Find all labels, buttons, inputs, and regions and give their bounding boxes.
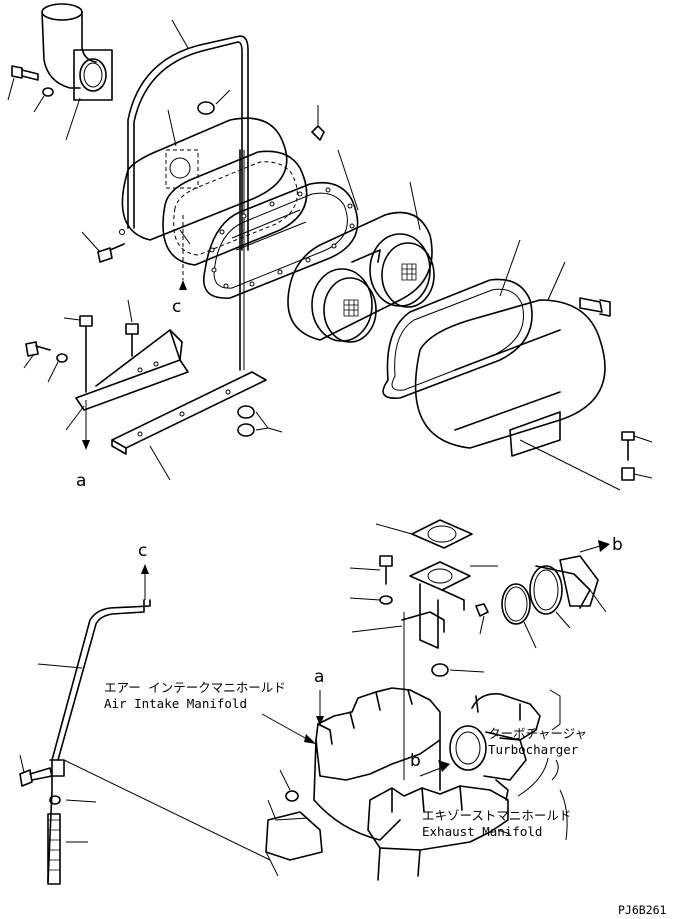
label-exhaust-jp: エキゾーストマニホールド	[422, 808, 571, 823]
ref-b-right: b	[612, 535, 623, 555]
ref-arrow-c-bottom	[141, 564, 149, 600]
ref-arrow-c-top	[179, 215, 187, 290]
o-ring	[501, 583, 537, 649]
label-exhaust-en: Exhaust Manifold	[422, 824, 542, 839]
label-air-intake-jp: エアー インテークマニホールド	[104, 680, 286, 695]
elbow-adapter	[351, 561, 498, 649]
ref-c-bottom: c	[138, 541, 147, 561]
ref-c-top: c	[172, 297, 181, 317]
flange-holes	[209, 187, 355, 289]
bolt-elbow	[349, 555, 393, 605]
housing-front	[414, 261, 621, 491]
turbo-leader	[517, 689, 561, 797]
u-strap	[127, 19, 249, 251]
gasket-front	[382, 239, 533, 399]
strap-nut	[197, 89, 231, 115]
exhaust-manifold	[367, 785, 509, 881]
rod-nuts	[237, 405, 283, 437]
exhaust-leader	[497, 789, 568, 841]
ref-b-bottom: b	[410, 751, 421, 771]
breather-pipe	[37, 599, 151, 883]
turbocharger	[449, 692, 541, 801]
bolt-washer-left	[23, 341, 68, 383]
mount-bracket	[65, 329, 189, 431]
housing-rear	[121, 109, 288, 241]
intake-elbow	[41, 3, 113, 101]
pipe-clamp	[19, 754, 65, 787]
bolt-housing-top	[311, 105, 325, 141]
lower-hose	[47, 795, 97, 885]
clamp-band	[529, 565, 591, 629]
bolt-lower-right	[621, 431, 653, 481]
manifold-bracket	[265, 811, 323, 877]
washer-manifold	[267, 769, 309, 821]
bolt-right	[579, 297, 611, 317]
stud-rod	[239, 149, 245, 371]
bolt-housing-left	[81, 229, 125, 263]
ref-a-top: a	[76, 471, 86, 491]
ref-arrow-a-bottom	[316, 690, 324, 726]
nut-below-elbow	[431, 663, 485, 677]
small-nut-mid	[475, 603, 489, 635]
filter-elements	[287, 181, 435, 343]
leader-line-clamp	[63, 759, 271, 861]
label-turbo-en: Turbocharger	[488, 742, 579, 757]
ref-arrow-b-bottom	[419, 760, 450, 777]
ref-arrow-b-right	[579, 540, 610, 553]
bolt-top-left	[7, 65, 81, 141]
leader-air-intake-arrow	[304, 734, 316, 744]
flange-plate	[203, 149, 359, 299]
label-air-intake-en: Air Intake Manifold	[104, 696, 247, 711]
ref-a-bottom: a	[314, 667, 324, 687]
gasket-rear	[162, 150, 308, 266]
bracket-bolts	[63, 299, 139, 393]
drawing-number: PJ6B261	[618, 903, 667, 917]
adapter-flange	[559, 555, 607, 613]
label-turbo-jp: ターボチャージャ	[488, 726, 587, 741]
gasket-square	[375, 519, 473, 549]
ref-arrow-a-top	[82, 400, 90, 450]
strap-plate	[111, 371, 267, 481]
